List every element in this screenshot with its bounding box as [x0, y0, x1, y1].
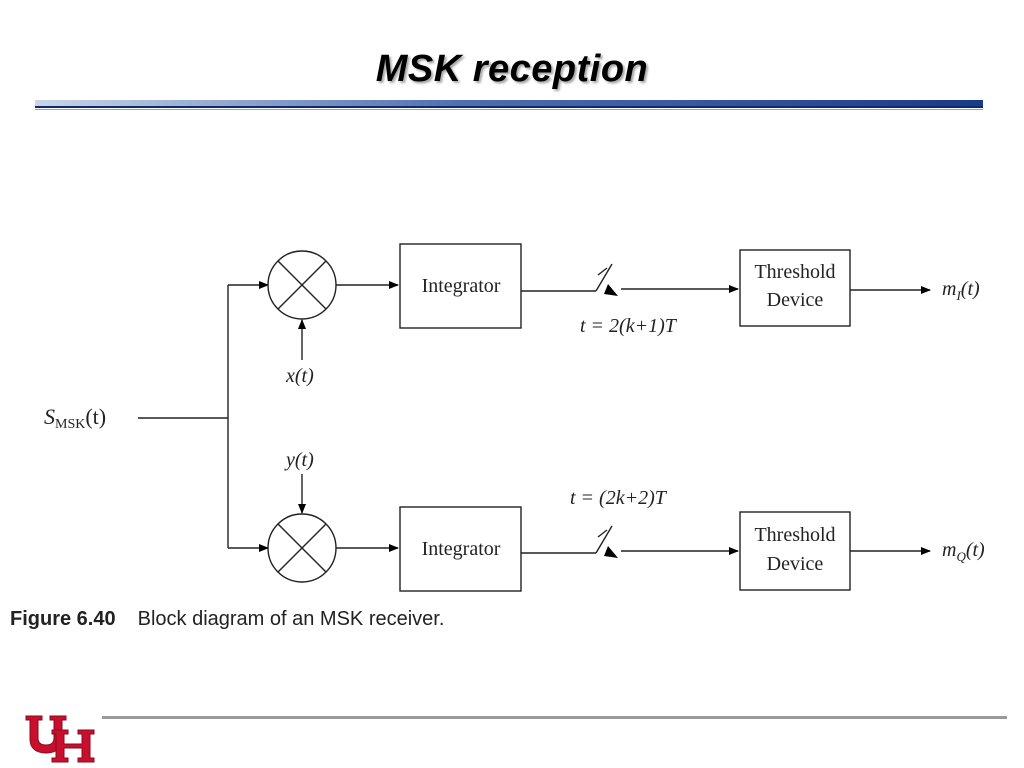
upper-threshold-box: [739, 249, 851, 327]
upper-output-label: mI(t): [942, 278, 980, 303]
university-logo-icon: [25, 715, 95, 763]
figure-caption-text: Block diagram of an MSK receiver.: [137, 608, 445, 630]
upper-integrator-label: Integrator: [422, 275, 501, 297]
footer-rule: [102, 716, 1007, 719]
lower-integrator-label: Integrator: [422, 538, 501, 560]
slide-title: MSK reception: [375, 48, 649, 90]
lower-mixer-cross-b: [277, 523, 327, 573]
lower-threshold-label-1: Threshold: [754, 524, 835, 546]
figure-number: Figure 6.40: [10, 608, 116, 630]
figure-caption: Figure 6.40 Block diagram of an MSK recei…: [10, 608, 444, 631]
upper-mixer-cross-b: [277, 260, 327, 310]
lower-threshold-label-2: Device: [767, 553, 824, 575]
upper-integrator-box: [399, 243, 522, 329]
title-underline-thin: [35, 109, 983, 110]
lower-switch-hook: [597, 529, 608, 538]
upper-switch-hook: [597, 267, 608, 276]
upper-threshold-label-1: Threshold: [754, 261, 835, 283]
upper-switch-blade: [595, 263, 613, 292]
title-underline: [35, 100, 983, 108]
lower-switch-tip: [604, 546, 618, 558]
lower-output-label: mQ(t): [942, 539, 985, 564]
input-signal-label: SMSK(t): [44, 404, 106, 432]
upper-switch-tip: [604, 284, 618, 296]
lower-integrator-box: [399, 506, 522, 592]
upper-threshold-label-2: Device: [767, 289, 824, 311]
upper-sample-time: t = 2(k+1)T: [580, 315, 678, 337]
lower-switch-blade: [595, 525, 613, 554]
upper-carrier-label: x(t): [285, 365, 314, 387]
lower-sample-time: t = (2k+2)T: [570, 487, 668, 509]
lower-carrier-label: y(t): [284, 449, 314, 471]
